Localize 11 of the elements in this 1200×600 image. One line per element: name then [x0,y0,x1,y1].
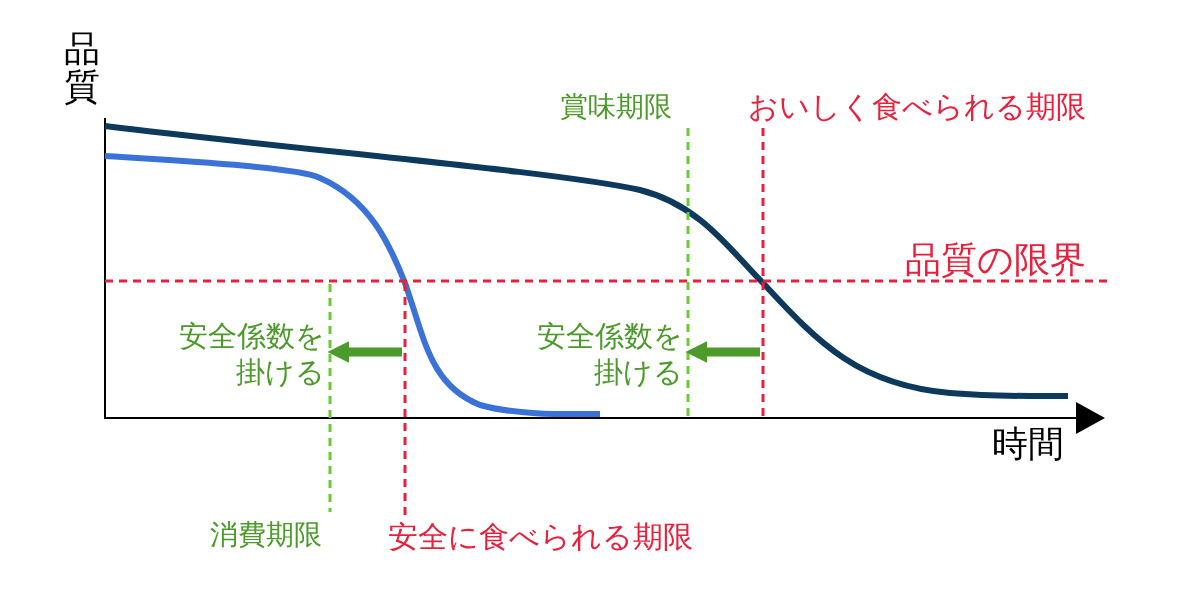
axis-label: 時間 [992,424,1064,464]
deadline-label: 賞味期限 [560,92,672,123]
arrow [685,341,760,363]
limit-label: 品質の限界 [905,240,1086,280]
axis-label: 品質 [64,30,101,106]
arrow [327,341,402,363]
deadline-label: おいしく食べられる期限 [748,90,1086,123]
deadline-label: 消費期限 [210,520,322,551]
deadline-label: 安全に食べられる期限 [388,520,693,553]
annotation-text: 安全係数を掛ける [515,318,683,391]
annotation-text: 安全係数を掛ける [155,318,325,391]
